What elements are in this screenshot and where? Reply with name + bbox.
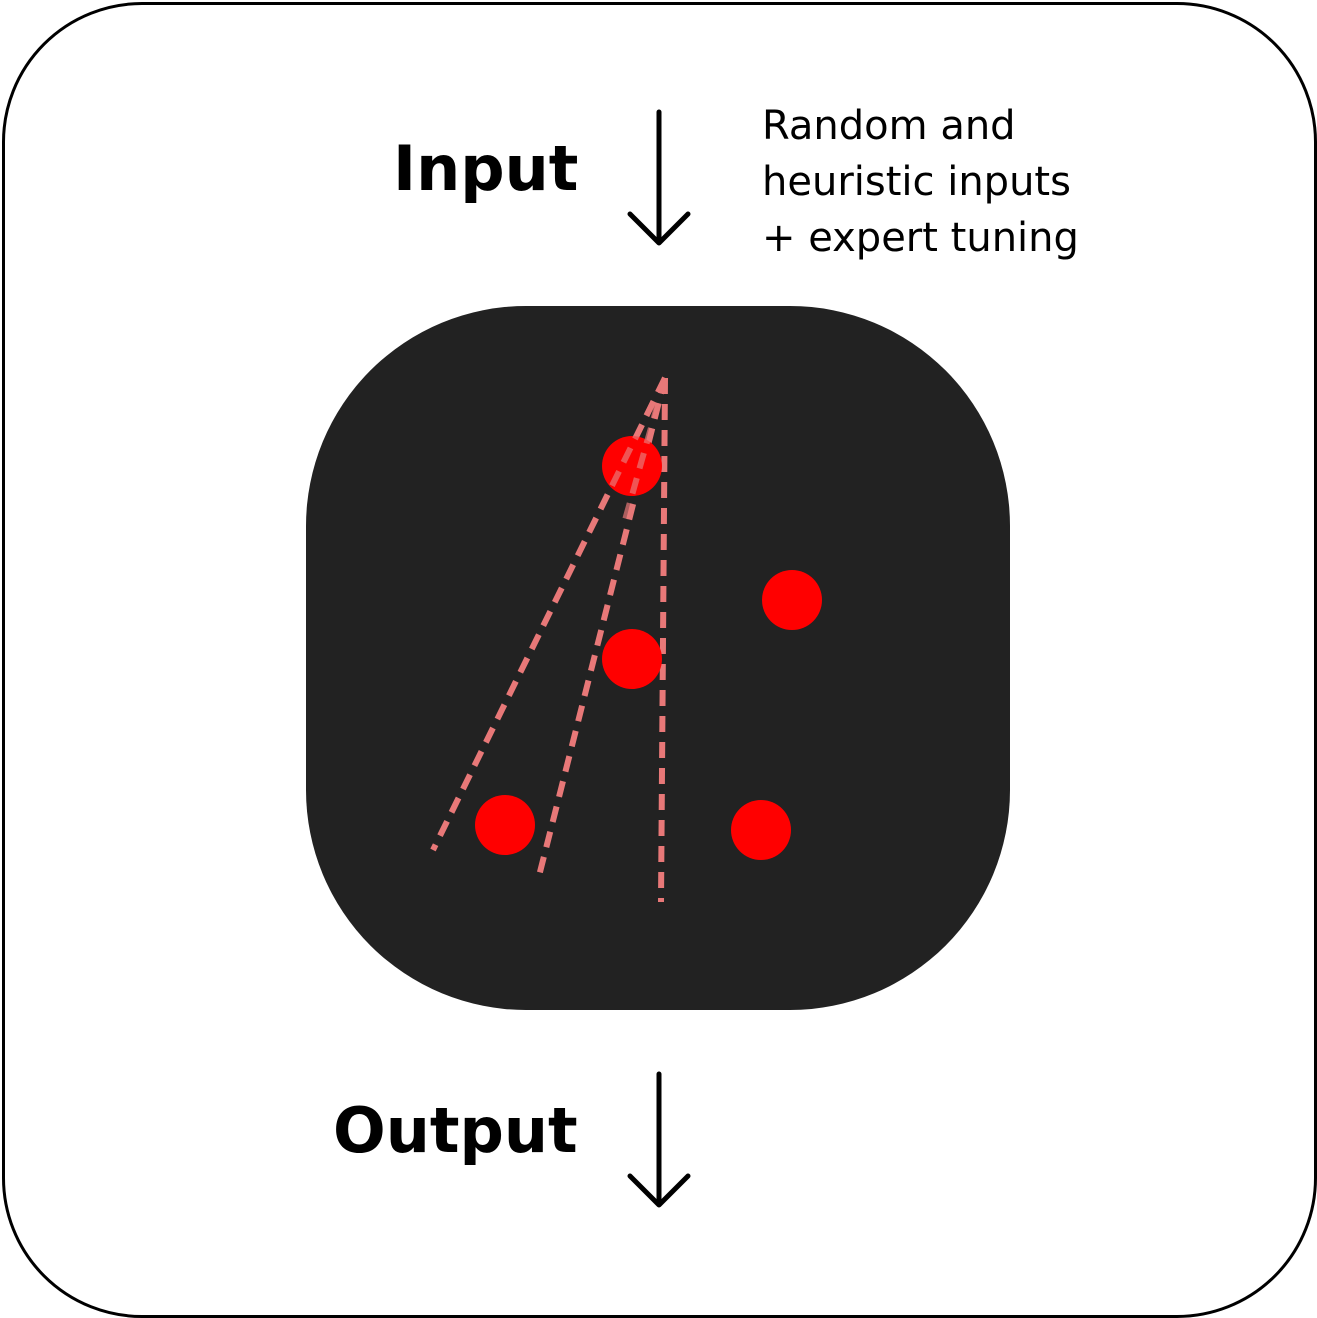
input-note: Random and heuristic inputs + expert tun… (762, 98, 1079, 266)
input-label: Input (393, 132, 579, 205)
note-line-2: heuristic inputs (762, 159, 1071, 205)
red-dot-right (762, 570, 822, 630)
note-line-1: Random and (762, 103, 1016, 149)
note-line-3: + expert tuning (762, 215, 1079, 261)
dashed-ray-right (658, 377, 668, 903)
black-box-model (306, 306, 1010, 1010)
red-dot-bottom-right (731, 800, 791, 860)
input-arrow-icon (627, 109, 691, 246)
output-label: Output (333, 1094, 578, 1167)
output-arrow-icon (627, 1071, 691, 1208)
red-dot-middle (602, 629, 662, 689)
red-dot-bottom-left (475, 795, 535, 855)
